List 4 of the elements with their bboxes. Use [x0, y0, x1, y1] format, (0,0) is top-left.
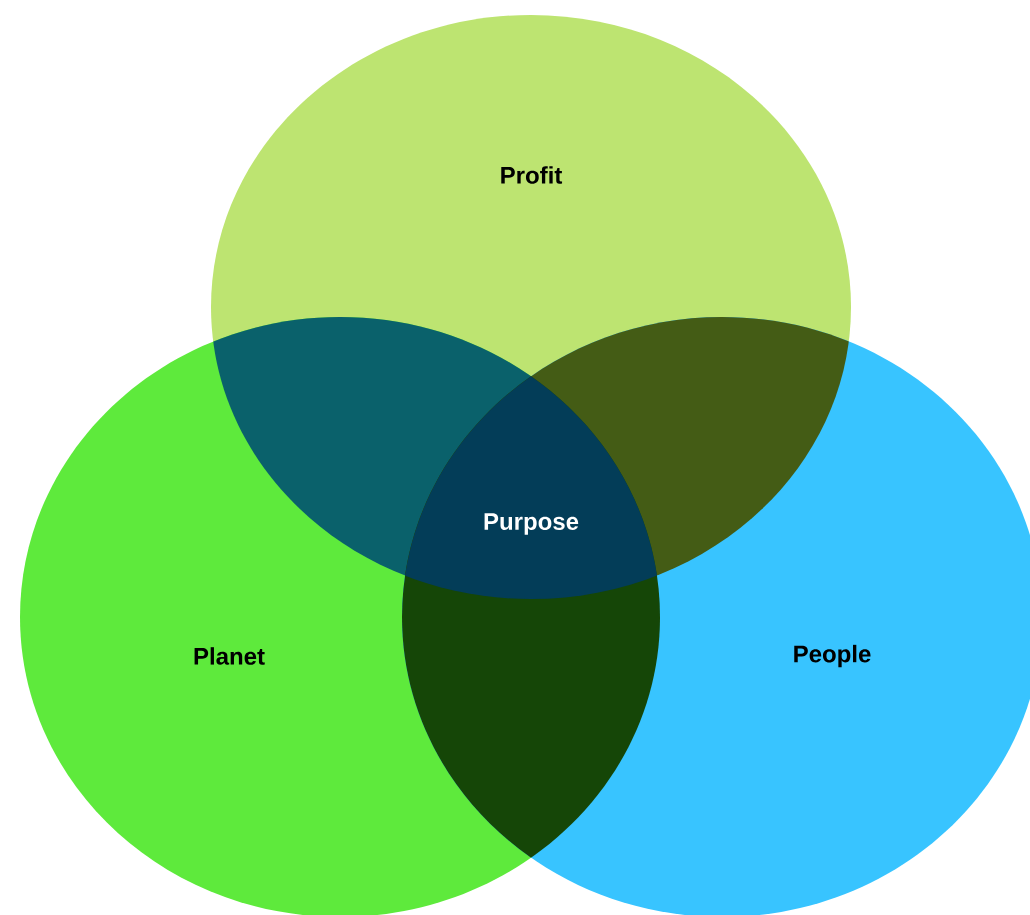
circle-label: People: [794, 644, 871, 668]
circle-label: Profit: [501, 166, 563, 184]
circle-label: Planet: [194, 647, 265, 665]
circle-label: Purpose: [484, 513, 579, 535]
